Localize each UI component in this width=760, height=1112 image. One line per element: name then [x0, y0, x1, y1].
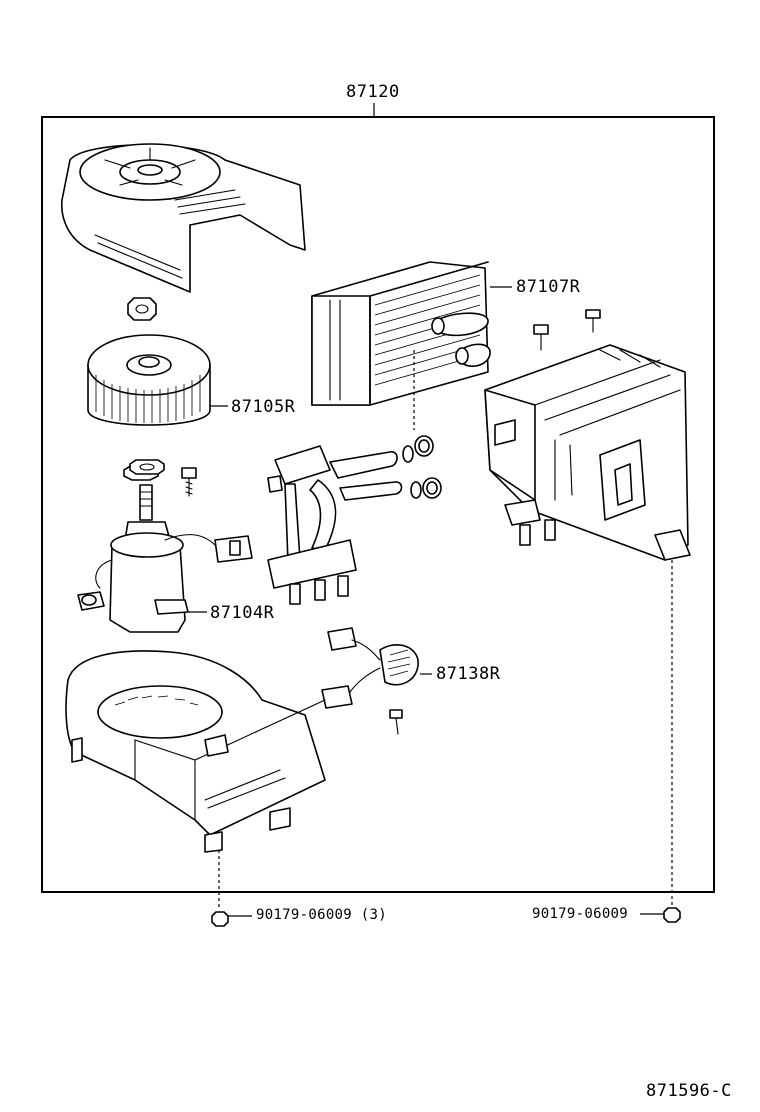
left-nut-icon — [211, 911, 229, 927]
left-nut-label: 90179-06009 (3) — [256, 907, 387, 923]
blower-motor-label: 87104R — [210, 603, 275, 623]
figure-code: 871596-C — [646, 1081, 732, 1101]
blower-fan — [87, 334, 211, 426]
blower-fan-label: 87105R — [231, 397, 296, 417]
heater-core — [311, 261, 491, 406]
case-screw-left — [533, 324, 549, 351]
heater-case — [484, 344, 691, 561]
heater-core-label: 87107R — [516, 277, 581, 297]
upper-blower-cover — [60, 143, 306, 293]
assembly-frame — [41, 116, 715, 893]
valve-pipe-assembly — [267, 445, 403, 605]
o-rings — [402, 435, 442, 499]
resistor-label: 87138R — [436, 664, 501, 684]
right-nut-icon — [663, 907, 681, 923]
motor-screw — [181, 467, 197, 497]
lower-blower-case — [65, 650, 326, 853]
assembly-label: 87120 — [346, 82, 400, 102]
fan-nut — [127, 297, 157, 321]
case-screw-right — [585, 309, 601, 333]
right-nut-label: 90179-06009 — [532, 906, 629, 922]
resistor — [321, 627, 419, 709]
resistor-screw — [389, 709, 403, 735]
motor-nut — [129, 459, 165, 475]
